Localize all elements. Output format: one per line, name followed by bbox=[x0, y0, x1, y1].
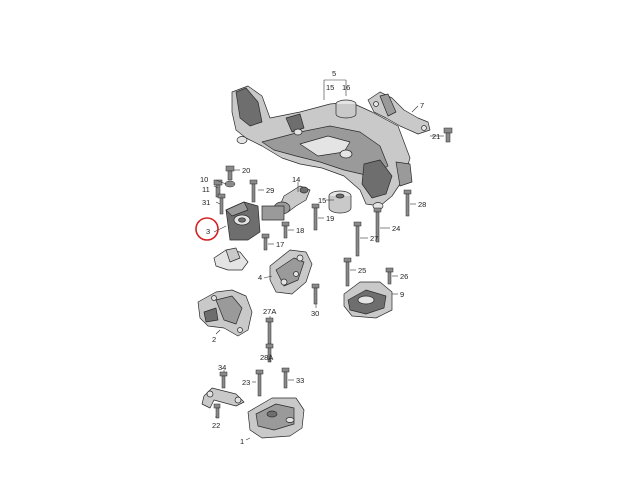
bolt-30 bbox=[311, 283, 320, 305]
callout-4: 4 bbox=[258, 273, 262, 282]
subframe bbox=[231, 85, 413, 210]
callout-28A: 28A bbox=[260, 353, 273, 362]
callout-11: 11 bbox=[202, 185, 210, 194]
callout-19: 19 bbox=[326, 214, 334, 223]
callout-5: 5 bbox=[332, 69, 336, 78]
bracket-2 bbox=[197, 289, 253, 337]
bolt-25 bbox=[343, 257, 352, 287]
callout-3: 3 bbox=[206, 227, 210, 236]
callout-27A: 27A bbox=[263, 307, 276, 316]
callout-31: 31 bbox=[202, 198, 210, 207]
mount-bracket-lower bbox=[213, 247, 249, 271]
bolt-22 bbox=[213, 403, 221, 419]
mount-1 bbox=[247, 397, 305, 439]
callout-30: 30 bbox=[311, 309, 319, 318]
bolts bbox=[213, 127, 453, 419]
callout-20: 20 bbox=[242, 166, 250, 175]
bolt-26 bbox=[385, 267, 394, 285]
callout-14: 14 bbox=[292, 175, 300, 184]
bolt-28A bbox=[265, 343, 274, 363]
callout-9: 9 bbox=[400, 290, 404, 299]
callout-27: 27 bbox=[370, 234, 378, 243]
bolt-21 bbox=[443, 127, 453, 143]
bolt-18 bbox=[281, 221, 290, 239]
callout-34: 34 bbox=[218, 363, 226, 372]
bolt-34 bbox=[219, 371, 228, 389]
highlight-circle bbox=[195, 217, 219, 241]
callout-29: 29 bbox=[266, 186, 274, 195]
callout-1: 1 bbox=[240, 437, 244, 446]
gearbox-mount-9 bbox=[343, 281, 393, 319]
bolt-23 bbox=[255, 369, 264, 397]
bushing-16 bbox=[335, 99, 357, 119]
leader-lines bbox=[213, 79, 444, 441]
callout-25: 25 bbox=[358, 266, 366, 275]
bolt-20 bbox=[225, 165, 235, 181]
callout-7: 7 bbox=[420, 101, 424, 110]
link-22 bbox=[201, 387, 245, 409]
bolt-29 bbox=[249, 179, 258, 203]
washer-10 bbox=[224, 180, 236, 188]
bolt-27A bbox=[265, 317, 274, 345]
callout-22: 22 bbox=[212, 421, 220, 430]
callout-23: 23 bbox=[242, 378, 250, 387]
bushing-15 bbox=[328, 190, 352, 214]
bolt-19 bbox=[311, 203, 320, 231]
bolt-17 bbox=[261, 233, 270, 251]
callout-26: 26 bbox=[400, 272, 408, 281]
callout-2: 2 bbox=[212, 335, 216, 344]
engine-mount-3 bbox=[225, 201, 285, 241]
callout-24: 24 bbox=[392, 224, 400, 233]
callout-16: 16 bbox=[342, 83, 350, 92]
callout-33: 33 bbox=[296, 376, 304, 385]
callout-15b: 15 bbox=[318, 196, 326, 205]
callout-labels: 5 15 16 7 21 10 20 11 29 14 15 31 19 28 … bbox=[200, 69, 440, 446]
bolt-31 bbox=[217, 193, 226, 215]
bracket-7 bbox=[367, 91, 431, 135]
callout-15: 15 bbox=[326, 83, 334, 92]
callout-17: 17 bbox=[276, 240, 284, 249]
bolt-33 bbox=[281, 367, 290, 389]
bracket-4 bbox=[269, 249, 313, 295]
bolt-27 bbox=[353, 221, 362, 257]
callout-21: 21 bbox=[432, 132, 440, 141]
callout-18: 18 bbox=[296, 226, 304, 235]
bolt-28 bbox=[403, 189, 412, 217]
callout-28: 28 bbox=[418, 200, 426, 209]
callout-10: 10 bbox=[200, 175, 208, 184]
bolt-24 bbox=[373, 207, 382, 243]
